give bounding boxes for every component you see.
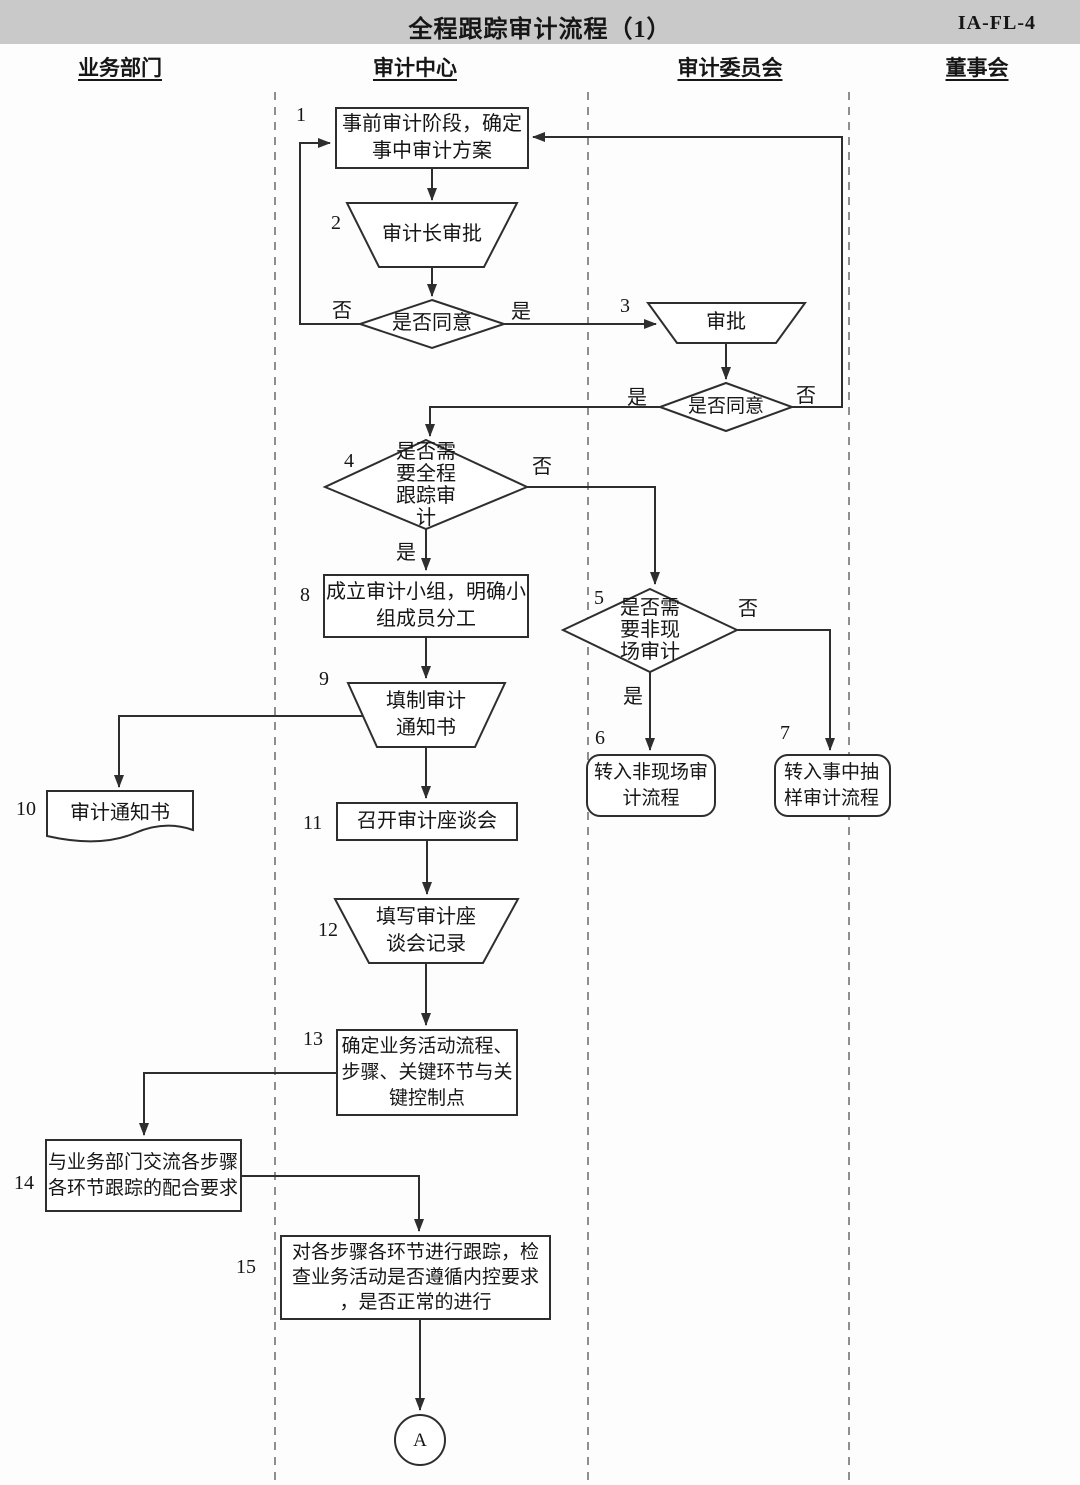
step-number-8: 8 xyxy=(300,584,310,606)
flow-arrow-committee-yes-to-4 xyxy=(425,406,660,437)
decision-agree-center-label: 是否同意 xyxy=(392,311,472,334)
node-6-label: 转入非现场审 计流程 xyxy=(593,761,708,809)
flow-arrow-14-to-15 xyxy=(241,1175,424,1232)
branch-label-d4-no: 否 xyxy=(532,456,552,478)
branch-label-committee-yes: 是 xyxy=(627,387,647,409)
flow-arrow-committee-no-back-to-1 xyxy=(532,132,843,408)
branch-label-d4-yes: 是 xyxy=(396,542,416,564)
step-number-1: 1 xyxy=(296,104,306,126)
node-13-process-box xyxy=(336,1029,518,1116)
lane-header-audit-center: 审计中心 xyxy=(373,56,457,80)
node-7-label: 转入事中抽 样审计流程 xyxy=(783,761,879,809)
branch-label-d5-yes: 是 xyxy=(623,686,643,708)
step-number-5: 5 xyxy=(594,587,604,609)
node-1-process-box xyxy=(335,107,529,169)
node-8-label: 成立审计小组，明确小 组成员分工 xyxy=(326,581,526,630)
flow-arrow-decision-no-back-to-1 xyxy=(299,138,360,325)
node-14-process-box xyxy=(45,1139,242,1212)
node-14-label: 与业务部门交流各步骤 各环节跟踪的配合要求 xyxy=(47,1151,238,1199)
flow-arrow-4-no-to-5 xyxy=(527,486,660,585)
decision-4-label: 是否需 要全程 跟踪审 计 xyxy=(396,441,456,529)
node-13-label: 确定业务活动流程、 步骤、关键环节与关 键控制点 xyxy=(341,1035,513,1109)
node-9-label: 填制审计 通知书 xyxy=(386,690,466,739)
node-1-label: 事前审计阶段，确定 事中审计方案 xyxy=(342,113,522,162)
branch-label-center-no: 否 xyxy=(332,300,352,322)
decision-5-need-offsite-audit xyxy=(560,587,740,674)
step-number-14: 14 xyxy=(14,1172,34,1194)
branch-label-d5-no: 否 xyxy=(738,598,758,620)
node-15-process-box xyxy=(280,1235,551,1320)
node-8-process-box xyxy=(323,574,529,638)
node-11-label: 召开审计座谈会 xyxy=(357,810,497,832)
node-10-label: 审计通知书 xyxy=(70,801,170,824)
decision-agree-audit-center xyxy=(356,298,508,350)
step-number-13: 13 xyxy=(303,1028,323,1050)
node-9-manual-operation xyxy=(346,682,507,748)
step-number-12: 12 xyxy=(318,919,338,941)
decision-5-label: 是否需 要非现 场审计 xyxy=(620,597,680,663)
step-number-10: 10 xyxy=(16,798,36,820)
lane-header-business-dept: 业务部门 xyxy=(78,56,162,80)
step-number-2: 2 xyxy=(331,212,341,234)
title-bar: 全程跟踪审计流程（1） IA-FL-4 xyxy=(0,0,1080,44)
node-11-process-box xyxy=(336,802,518,841)
node-6-terminator xyxy=(586,754,716,817)
node-7-terminator xyxy=(774,754,891,817)
step-number-15: 15 xyxy=(236,1256,256,1278)
step-number-6: 6 xyxy=(595,727,605,749)
node-10-document xyxy=(46,790,194,843)
flow-arrow-13-to-14 xyxy=(139,1072,337,1136)
node-3-label: 审批 xyxy=(706,310,746,333)
branch-label-committee-no: 否 xyxy=(796,385,816,407)
node-12-label: 填写审计座 谈会记录 xyxy=(376,906,476,955)
connector-a-circle xyxy=(394,1414,446,1466)
node-15-label: 对各步骤各环节进行跟踪，检 查业务活动是否遵循内控要求 ，是否正常的进行 xyxy=(291,1242,539,1313)
document-code: IA-FL-4 xyxy=(957,12,1036,34)
step-number-9: 9 xyxy=(319,668,329,690)
step-number-11: 11 xyxy=(303,812,323,834)
node-2-manual-operation xyxy=(345,202,519,268)
decision-agree-committee-label: 是否同意 xyxy=(687,396,764,417)
page-title: 全程跟踪审计流程（1） xyxy=(408,17,672,43)
decision-4-need-full-tracking xyxy=(322,438,530,531)
node-3-manual-operation xyxy=(646,302,807,344)
step-number-7: 7 xyxy=(780,722,790,744)
lane-header-board: 董事会 xyxy=(945,56,1009,80)
connector-a-label: A xyxy=(413,1429,427,1451)
node-12-manual-operation xyxy=(333,898,520,964)
lane-header-audit-committee: 审计委员会 xyxy=(677,56,783,80)
flow-arrow-9-to-10 xyxy=(114,715,363,788)
decision-agree-committee xyxy=(657,381,795,433)
node-2-label: 审计长审批 xyxy=(382,222,482,245)
branch-label-center-yes: 是 xyxy=(511,301,531,323)
flow-arrow-5-no-to-7 xyxy=(737,629,835,751)
step-number-3: 3 xyxy=(620,295,630,317)
step-number-4: 4 xyxy=(344,450,354,472)
